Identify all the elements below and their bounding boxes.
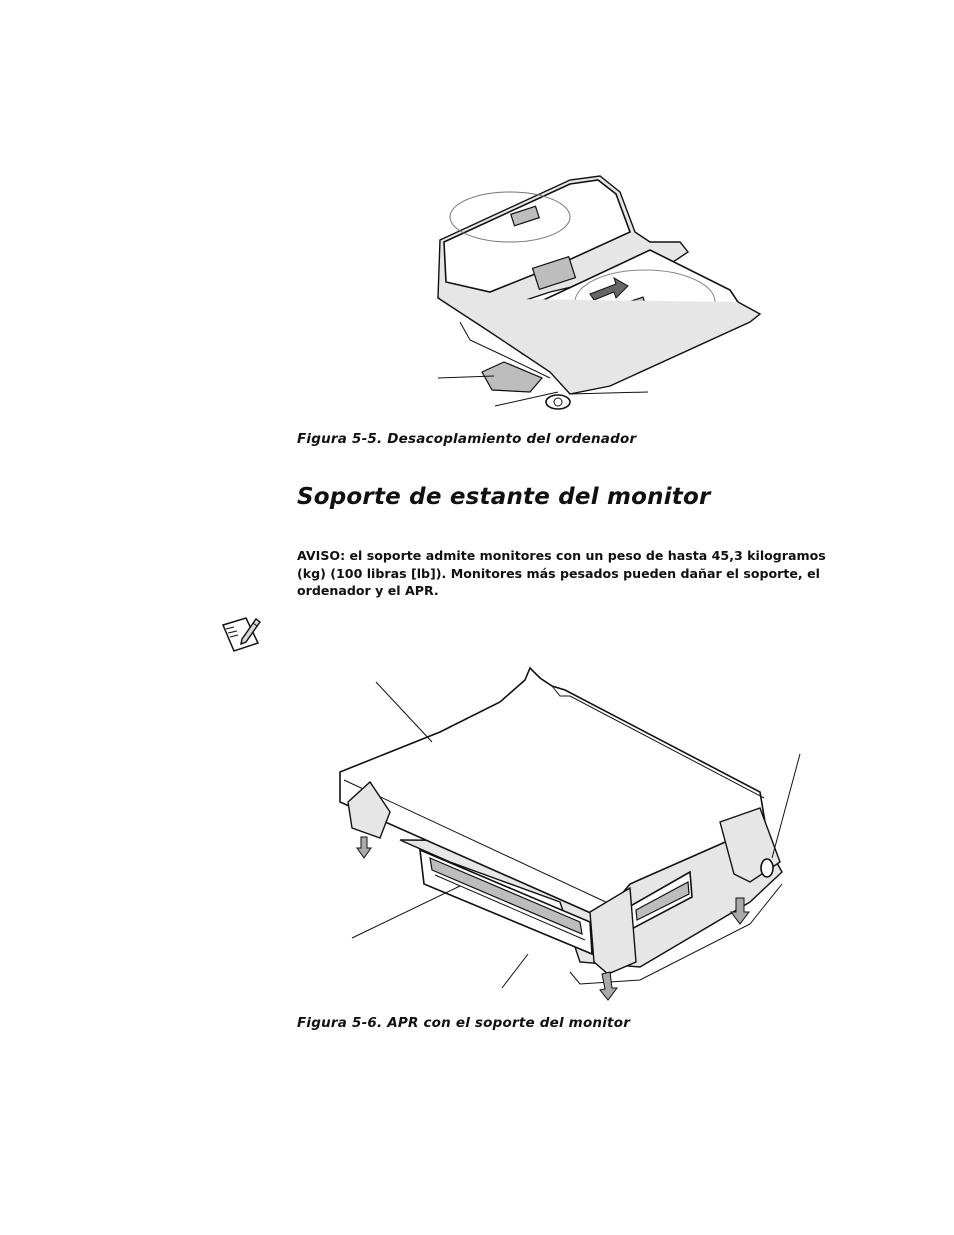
section-heading: Soporte de estante del monitor	[297, 484, 711, 510]
callout-line	[501, 953, 529, 989]
dock-connector	[531, 255, 577, 291]
callout-line	[569, 391, 649, 395]
figure-5-6-illustration	[339, 666, 801, 1001]
callout-line	[375, 681, 433, 743]
arrow-down-icon	[730, 897, 750, 925]
stand-leg-front	[589, 886, 637, 975]
note-pencil-icon	[221, 617, 261, 652]
figure-5-5-caption: Figura 5-5. Desacoplamiento del ordenado…	[297, 431, 637, 447]
stand-latch	[760, 858, 774, 878]
stand-leg-left	[347, 780, 391, 839]
arrow-down-icon	[599, 971, 618, 1001]
arrow-down-icon	[356, 836, 372, 859]
callout-line	[771, 753, 801, 859]
callout-line	[437, 375, 495, 379]
callout-line	[494, 391, 559, 407]
notice-paragraph: AVISO: el soporte admite monitores con u…	[297, 548, 826, 598]
callout-line	[351, 885, 461, 939]
figure-5-6-caption: Figura 5-6. APR con el soporte del monit…	[297, 1015, 631, 1031]
dock-base-plate	[437, 297, 762, 395]
figure-5-5-illustration	[437, 175, 762, 410]
undock-lever	[481, 361, 543, 393]
